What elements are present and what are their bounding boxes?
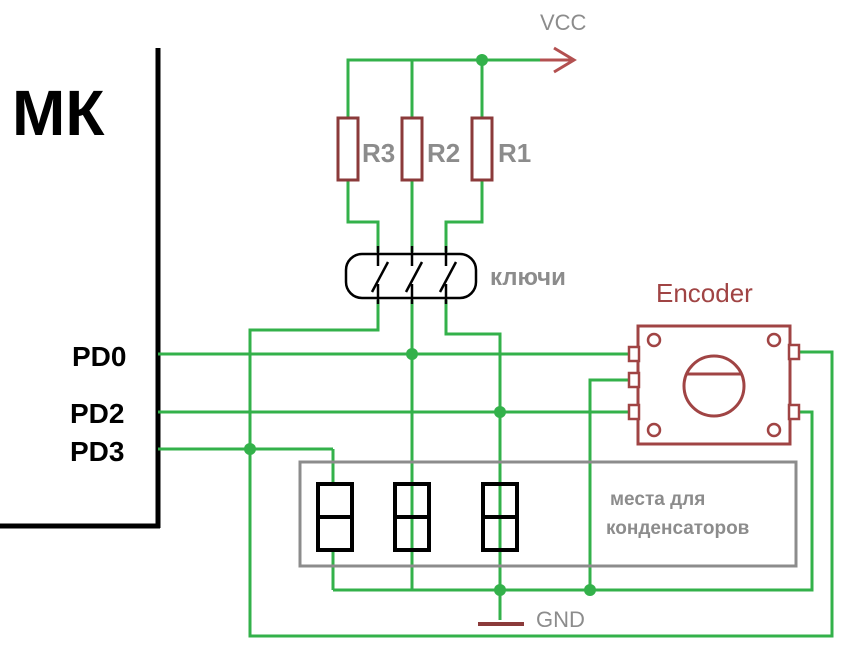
encoder: Encoder: [627, 278, 801, 446]
r1-to-switch: [444, 180, 484, 252]
switches-label: ключи: [490, 264, 566, 291]
pd2-column-wire: [444, 300, 502, 590]
ground-rail: [333, 378, 630, 592]
encoder-gnd-wire: [590, 410, 814, 592]
vcc-label: VCC: [540, 10, 587, 35]
encoder-pin-sw2: [787, 403, 801, 421]
r3-to-switch: [346, 180, 380, 252]
vcc-rail: [346, 58, 545, 118]
encoder-pin-a: [627, 345, 641, 363]
encoder-pins: [627, 343, 801, 421]
encoder-body: [636, 324, 792, 446]
mcu-label: МК: [12, 77, 105, 149]
resistor-r3-label: R3: [362, 138, 395, 168]
vcc-arrow-icon: [540, 46, 577, 74]
resistor-r2-body: [400, 116, 424, 182]
mcu-block: МК PD0 PD2 PD3: [0, 48, 161, 529]
gnd-label: GND: [536, 607, 585, 632]
encoder-shaft-icon: [682, 354, 746, 418]
encoder-pin-b: [627, 403, 641, 421]
junction-pd2: [494, 406, 506, 418]
junction-gnd: [494, 584, 506, 596]
junctions: [244, 54, 596, 596]
resistor-r1-label: R1: [498, 138, 531, 168]
switch-block: ключи: [344, 246, 566, 304]
encoder-pin-sw1: [787, 343, 801, 361]
pin-label-pd0: PD0: [72, 341, 126, 372]
resistor-r3-body: [336, 116, 360, 182]
encoder-label: Encoder: [656, 278, 753, 308]
encoder-pin-c: [627, 371, 641, 389]
junction-pd3: [244, 443, 256, 455]
capacitor-area-label-line1: места для: [610, 489, 705, 510]
resistor-r3: R3: [336, 116, 395, 182]
encoder-mount-holes: [646, 332, 782, 438]
capacitor-area-frame: [298, 460, 798, 568]
switch-contacts: [370, 246, 458, 304]
capacitor-pads: [316, 482, 519, 552]
pin-label-pd2: PD2: [70, 398, 124, 429]
junction-encoder-gnd: [584, 584, 596, 596]
capacitor-area: места для конденсаторов: [298, 460, 798, 568]
junction-vcc: [476, 54, 488, 66]
junction-pd0: [406, 348, 418, 360]
pin-label-pd3: PD3: [70, 436, 124, 467]
pd3-loop-wire: [248, 300, 834, 638]
resistor-r1-body: [470, 116, 494, 182]
capacitor-area-label-line2: конденсаторов: [606, 518, 749, 539]
resistor-r1: R1: [470, 116, 531, 182]
resistor-r2-label: R2: [427, 138, 460, 168]
resistor-r2: R2: [400, 116, 460, 182]
